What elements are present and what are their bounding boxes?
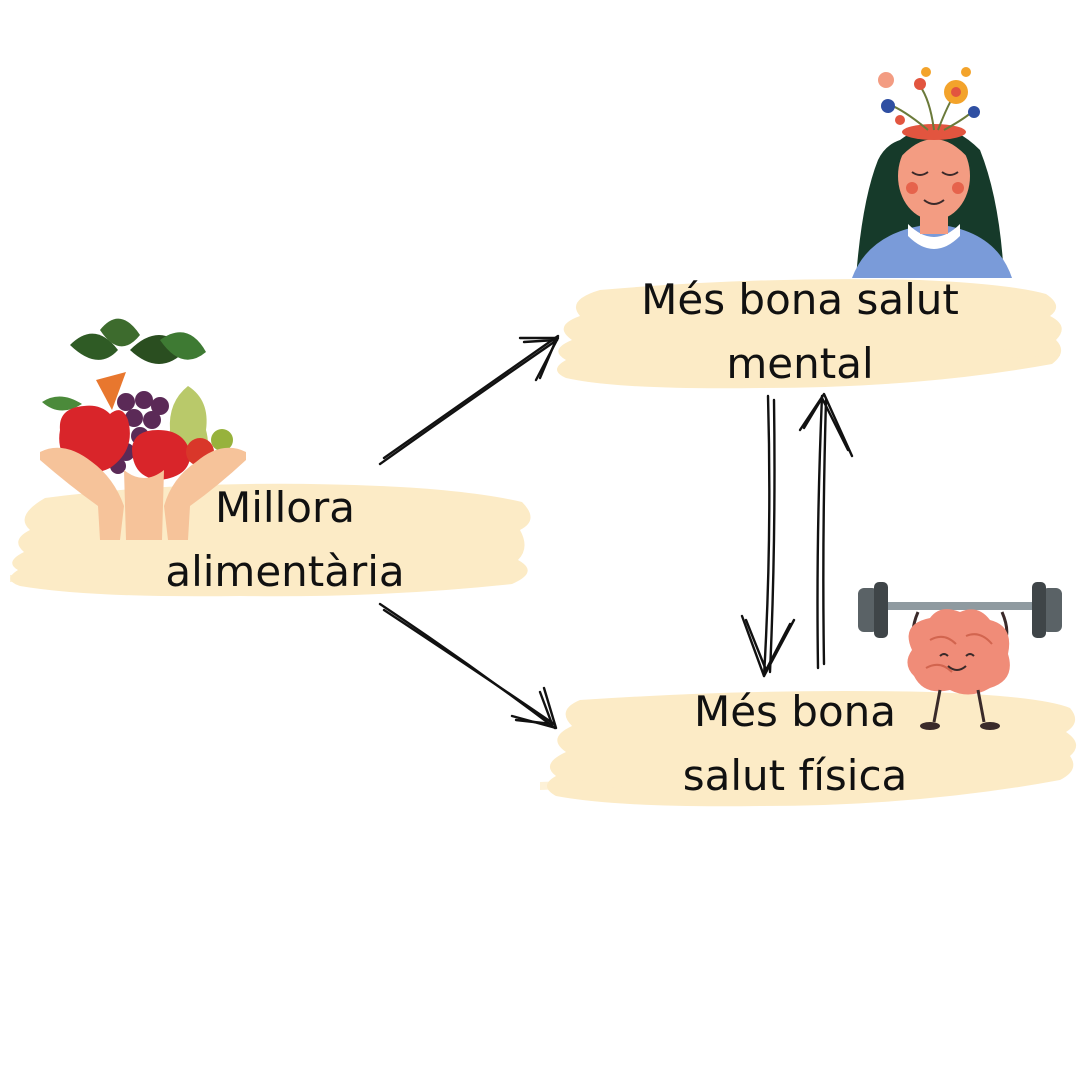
node-mental-label: Més bona salut mental (590, 268, 1010, 396)
brain-lifting-weights-icon (858, 582, 1062, 730)
node-food-label: Millora alimentària (130, 476, 440, 604)
node-physical-line-2: salut física (682, 751, 908, 800)
edge-food-to-mental (378, 334, 560, 466)
arrowhead (518, 336, 560, 382)
edge-physical-to-mental (798, 392, 854, 670)
arrowhead (740, 614, 796, 678)
edge-mental-to-physical (740, 394, 796, 678)
edge-food-to-physical (378, 602, 558, 730)
fruit-basket-hands-icon (40, 318, 246, 540)
arrowhead (798, 392, 854, 458)
woman-flowers-head-icon (852, 67, 1012, 278)
node-food-line-1: Millora (215, 483, 355, 532)
node-mental-line-1: Més bona salut (641, 275, 959, 324)
node-food-line-2: alimentària (165, 547, 405, 596)
highlight-mental (557, 279, 1062, 389)
node-physical-label: Més bona salut física (610, 680, 980, 808)
node-physical-line-1: Més bona (693, 687, 897, 736)
node-mental-line-2: mental (726, 339, 874, 388)
highlight-physical (540, 691, 1077, 807)
